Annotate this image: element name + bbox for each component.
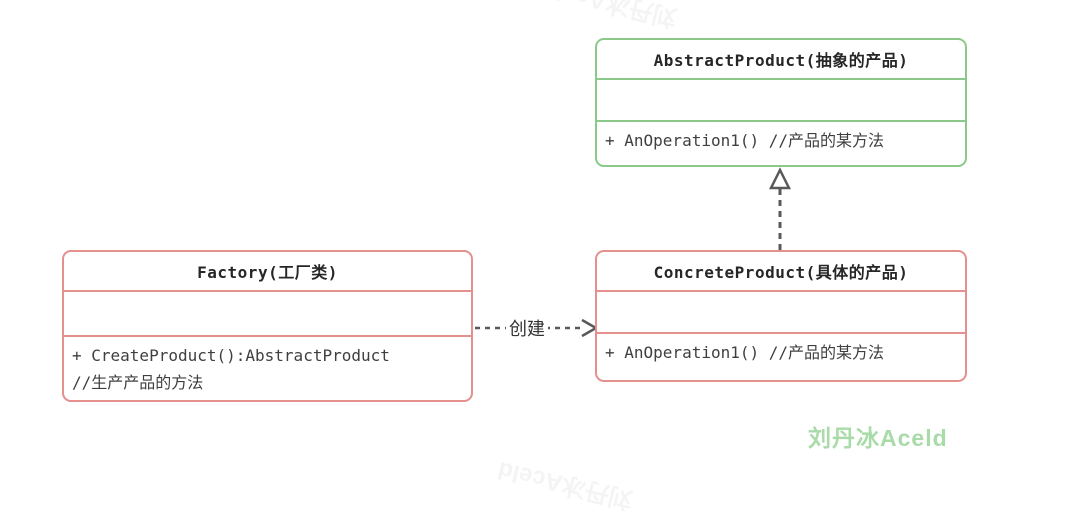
class-title-factory: Factory(工厂类) [64, 252, 471, 292]
class-attributes-factory [64, 292, 471, 337]
class-methods-concrete-product: + AnOperation1() //产品的某方法 [597, 334, 965, 380]
author-watermark: 刘丹冰Aceld [808, 425, 948, 451]
class-title-concrete-product: ConcreteProduct(具体的产品) [597, 252, 965, 292]
class-box-factory: Factory(工厂类) + CreateProduct():AbstractP… [62, 250, 473, 402]
realization-hollow-triangle-icon [768, 167, 792, 190]
create-arrow-head-icon [581, 318, 599, 338]
method-line: + AnOperation1() //产品的某方法 [605, 343, 885, 362]
faint-watermark-top: 刘丹冰Aceld [539, 0, 680, 32]
class-methods-abstract-product: + AnOperation1() //产品的某方法 [597, 122, 965, 165]
class-attributes-abstract-product [597, 80, 965, 122]
method-comment-line: //生产产品的方法 [72, 373, 204, 392]
class-attributes-concrete-product [597, 292, 965, 334]
class-methods-factory: + CreateProduct():AbstractProduct //生产产品… [64, 337, 471, 400]
create-arrow-label: 创建 [506, 315, 548, 341]
class-box-abstract-product: AbstractProduct(抽象的产品) + AnOperation1() … [595, 38, 967, 167]
method-line: + CreateProduct():AbstractProduct [72, 346, 390, 365]
class-title-abstract-product: AbstractProduct(抽象的产品) [597, 40, 965, 80]
class-box-concrete-product: ConcreteProduct(具体的产品) + AnOperation1() … [595, 250, 967, 382]
faint-watermark-bottom: 刘丹冰Aceld [495, 455, 636, 514]
method-line: + AnOperation1() //产品的某方法 [605, 131, 885, 150]
